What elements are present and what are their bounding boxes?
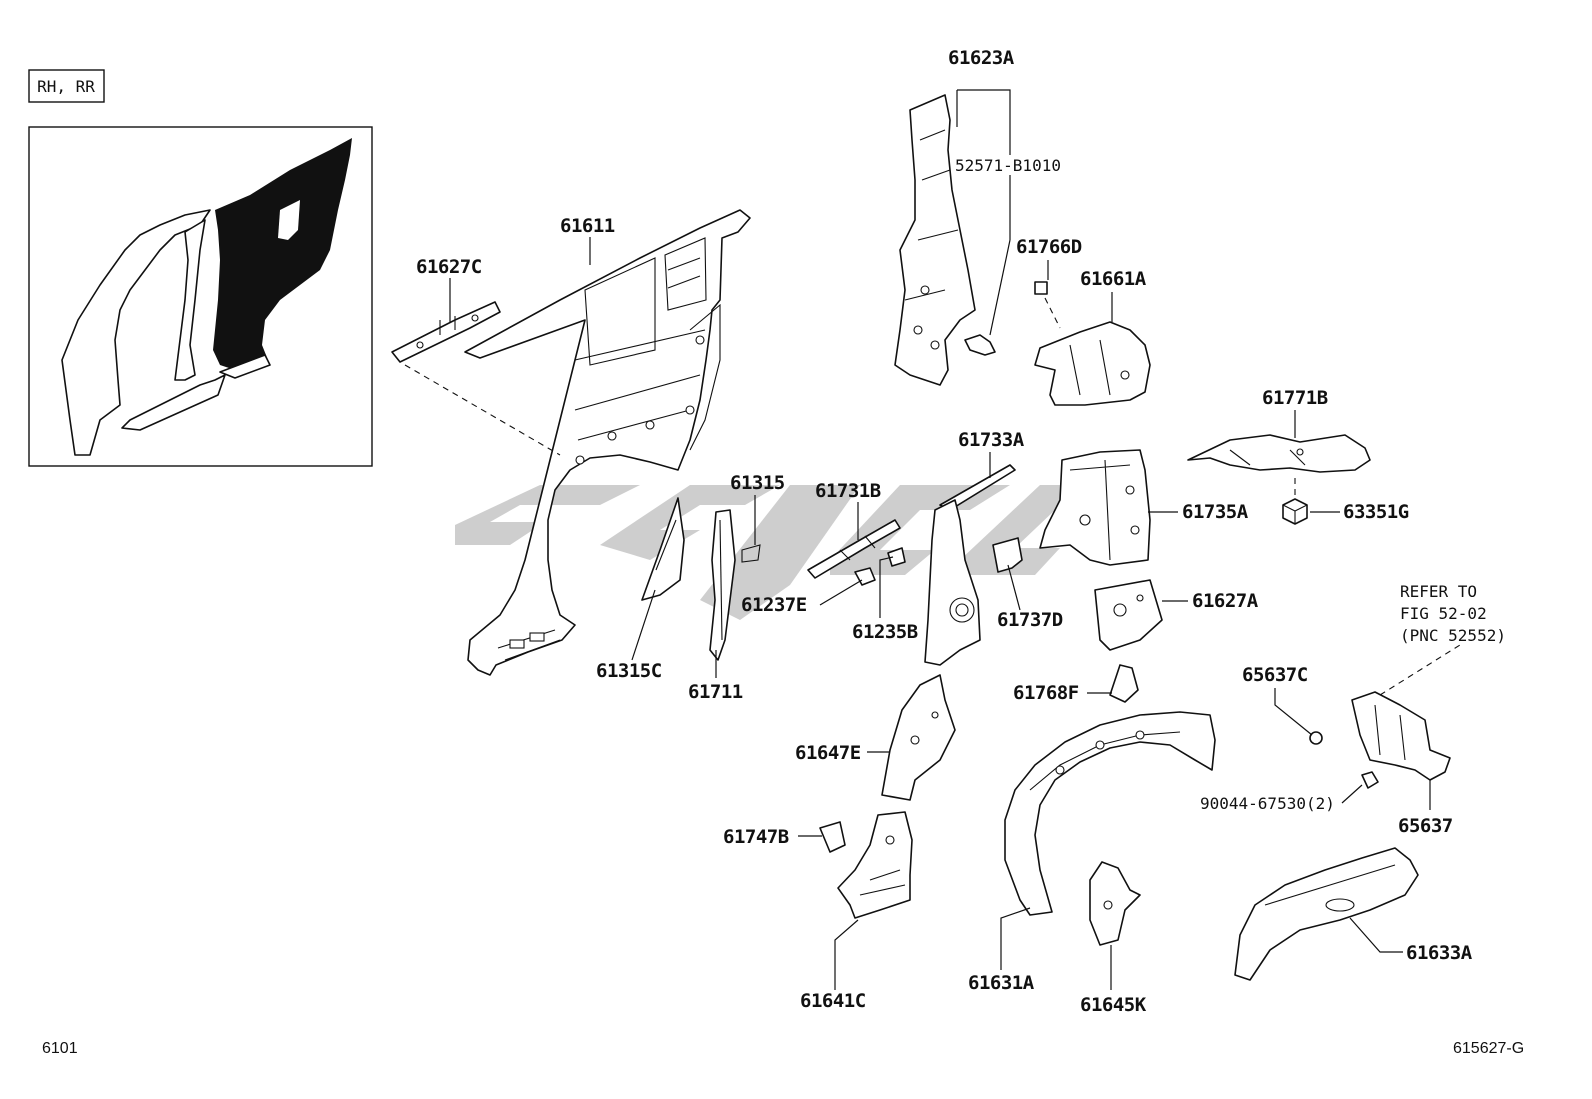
- label-61611: 61611: [560, 215, 615, 237]
- label-61627A: 61627A: [1192, 590, 1259, 612]
- part-61766D: [1034, 281, 1048, 295]
- leader-lines: [449, 89, 1431, 990]
- label-61235B: 61235B: [852, 621, 918, 643]
- part-61771B: [1187, 434, 1371, 473]
- part-labels: 61623A 52571-B1010 61766D 61661A 61611 6…: [416, 47, 1473, 1016]
- locator-inset: [28, 126, 373, 467]
- label-61641C: 61641C: [800, 990, 866, 1012]
- label-61737D: 61737D: [997, 609, 1063, 631]
- part-61315: [741, 544, 761, 563]
- label-61731B: 61731B: [815, 480, 881, 502]
- part-61735A: [1039, 449, 1151, 566]
- label-63351G: 63351G: [1343, 501, 1409, 523]
- part-61733A: [924, 464, 1016, 666]
- part-52571: [964, 334, 996, 356]
- dashed-guide-61627C: [404, 364, 561, 456]
- refer-note-line2: FIG 52-02: [1400, 604, 1487, 623]
- part-61627C: [391, 301, 501, 363]
- label-61237E: 61237E: [741, 594, 807, 616]
- label-61771B: 61771B: [1262, 387, 1328, 409]
- footer-right-code: 615627-G: [1453, 1040, 1524, 1057]
- part-65637: [1351, 691, 1451, 781]
- label-61768F: 61768F: [1013, 682, 1079, 704]
- part-61645K: [1089, 861, 1141, 946]
- part-61627A: [1094, 579, 1163, 651]
- label-61766D: 61766D: [1016, 236, 1082, 258]
- part-63351G: [1282, 498, 1308, 525]
- label-61645K: 61645K: [1080, 994, 1147, 1016]
- refer-note-line3: (PNC 52552): [1400, 626, 1506, 645]
- part-61633A: [1234, 847, 1419, 981]
- part-61737D: [992, 537, 1023, 573]
- label-61315: 61315: [730, 472, 785, 494]
- refer-note: REFER TO FIG 52-02 (PNC 52552): [1400, 582, 1506, 645]
- part-61641C: [837, 811, 913, 919]
- label-65637: 65637: [1398, 815, 1453, 837]
- label-90044-67530: 90044-67530(2): [1200, 794, 1335, 813]
- label-52571-B1010: 52571-B1010: [955, 156, 1061, 175]
- part-61647E: [881, 674, 956, 801]
- label-61733A: 61733A: [958, 429, 1025, 451]
- label-65637C: 65637C: [1242, 664, 1308, 686]
- view-label: RH, RR: [37, 77, 95, 96]
- part-61661A: [1034, 321, 1151, 406]
- part-65637C: [1309, 731, 1323, 745]
- label-61711: 61711: [688, 681, 743, 703]
- part-61731B: [807, 519, 901, 579]
- footer-left-code: 6101: [42, 1040, 78, 1057]
- label-61647E: 61647E: [795, 742, 861, 764]
- part-61768F: [1109, 664, 1139, 703]
- refer-note-line1: REFER TO: [1400, 582, 1477, 601]
- label-61623A: 61623A: [948, 47, 1015, 69]
- dashed-guide-refer: [1379, 644, 1461, 696]
- label-61735A: 61735A: [1182, 501, 1249, 523]
- part-61631A: [1004, 711, 1216, 916]
- part-61747B: [819, 821, 846, 853]
- view-label-box: RH, RR: [28, 69, 105, 103]
- label-61633A: 61633A: [1406, 942, 1473, 964]
- label-61661A: 61661A: [1080, 268, 1147, 290]
- label-61747B: 61747B: [723, 826, 789, 848]
- dashed-guide-61766D: [1044, 297, 1061, 329]
- part-61623A: [894, 94, 976, 386]
- part-61711: [709, 509, 736, 661]
- part-61315C: [641, 497, 685, 601]
- label-61631A: 61631A: [968, 972, 1035, 994]
- part-61235B: [887, 547, 906, 567]
- part-61611: [464, 209, 751, 676]
- label-61315C: 61315C: [596, 660, 662, 682]
- part-90044: [1361, 771, 1379, 789]
- label-61627C: 61627C: [416, 256, 482, 278]
